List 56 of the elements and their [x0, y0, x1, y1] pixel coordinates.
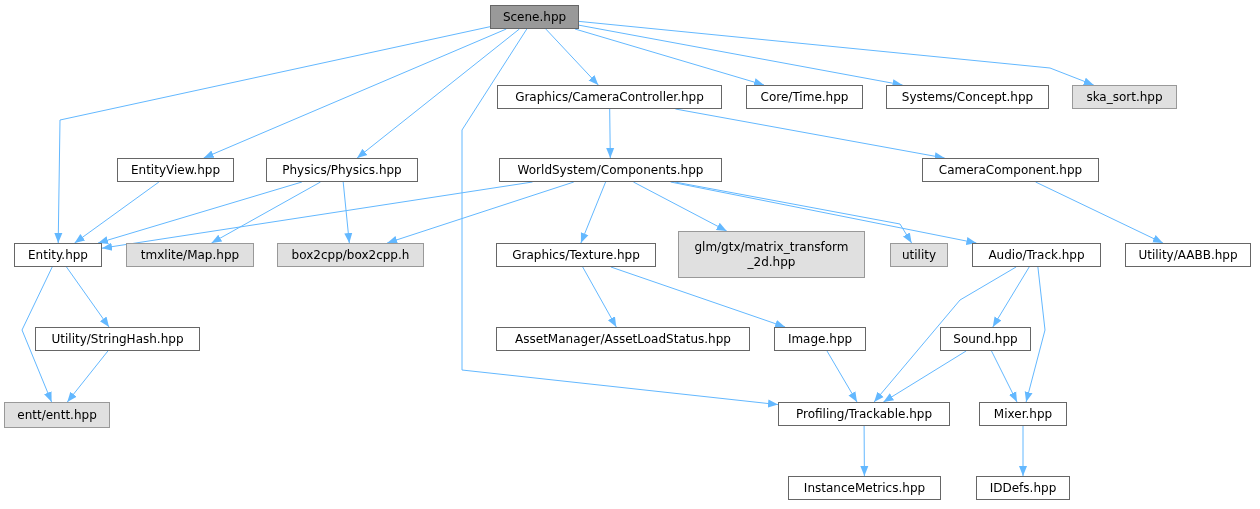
arrow	[97, 181, 303, 244]
file-box: Graphics/CameraController.hpp	[497, 85, 722, 109]
file-box: ska_sort.hpp	[1072, 85, 1177, 109]
arrow	[203, 28, 507, 159]
arrow	[826, 350, 858, 403]
file-box: Profiling/Trackable.hpp	[778, 402, 950, 426]
arrow	[1035, 181, 1164, 244]
file-box: Utility/AABB.hpp	[1125, 243, 1251, 267]
arrow	[545, 28, 599, 86]
arrow	[606, 108, 615, 159]
file-box: tmxlite/Map.hpp	[126, 243, 254, 267]
arrow	[882, 350, 967, 403]
arrow	[582, 266, 617, 328]
file-box: Mixer.hpp	[979, 402, 1067, 426]
arrow	[54, 26, 491, 244]
file-box: Utility/StringHash.hpp	[35, 327, 200, 351]
file-box: Sound.hpp	[940, 327, 1031, 351]
file-box: Entity.hpp	[14, 243, 102, 267]
arrow	[578, 20, 1095, 86]
arrow	[386, 181, 575, 244]
file-box: AssetManager/AssetLoadStatus.hpp	[496, 327, 750, 351]
arrow	[461, 28, 779, 408]
arrow	[66, 266, 110, 328]
arrow	[66, 350, 109, 403]
arrow	[211, 181, 321, 244]
arrow	[860, 425, 869, 477]
file-box: WorldSystem/Components.hpp	[499, 158, 722, 182]
arrow	[632, 181, 728, 232]
arrow	[1024, 266, 1046, 403]
file-box: Physics/Physics.hpp	[266, 158, 418, 182]
arrow	[21, 266, 53, 403]
arrow	[74, 181, 160, 244]
file-box: glm/gtx/matrix_transform _2d.hpp	[678, 231, 865, 278]
file-box: utility	[890, 243, 948, 267]
arrow	[574, 28, 765, 86]
file-box: entt/entt.hpp	[4, 402, 110, 428]
file-box: IDDefs.hpp	[976, 476, 1070, 500]
file-box: Image.hpp	[774, 327, 866, 351]
file-box: Audio/Track.hpp	[972, 243, 1101, 267]
arrow	[356, 28, 520, 159]
arrow	[580, 181, 607, 244]
arrow	[991, 350, 1018, 403]
arrow	[992, 266, 1030, 328]
arrow	[670, 181, 977, 245]
file-box: Scene.hpp	[490, 5, 579, 29]
arrow	[873, 266, 1017, 403]
file-box: box2cpp/box2cpp.h	[277, 243, 424, 267]
arrow	[610, 266, 786, 328]
file-box: CameraComponent.hpp	[922, 158, 1099, 182]
file-box: Systems/Concept.hpp	[886, 85, 1049, 109]
arrow	[1019, 425, 1027, 477]
file-box: Core/Time.hpp	[746, 85, 863, 109]
file-box: InstanceMetrics.hpp	[788, 476, 941, 500]
arrow	[342, 181, 353, 244]
file-box: EntityView.hpp	[117, 158, 234, 182]
file-box: Graphics/Texture.hpp	[496, 243, 656, 267]
